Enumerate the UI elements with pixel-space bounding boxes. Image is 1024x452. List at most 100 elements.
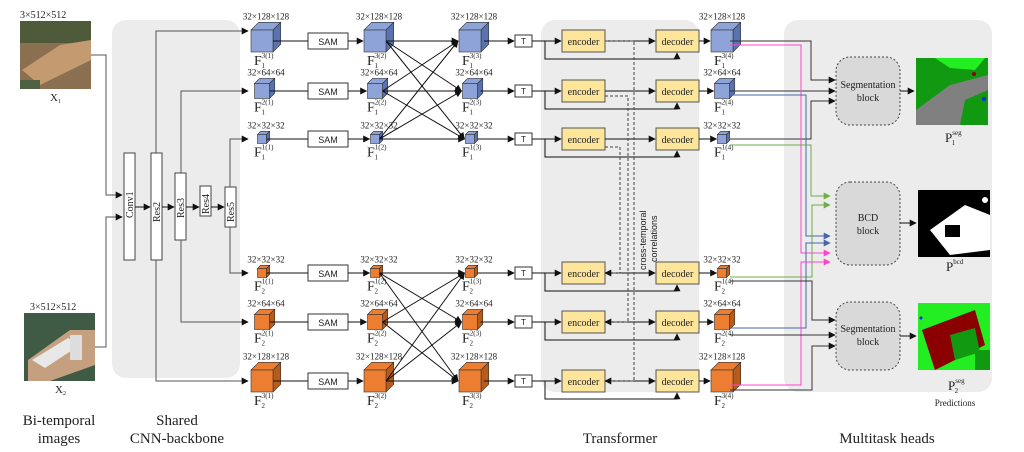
caption-heads: Multitask heads xyxy=(839,431,935,447)
dim-label: 32×128×128 xyxy=(243,11,290,21)
dim-label: 32×32×32 xyxy=(247,254,284,264)
svg-text:T: T xyxy=(521,37,526,46)
input-image-x1 xyxy=(20,21,91,89)
label-res5: Res5 xyxy=(226,202,237,222)
decoder-block: decoder xyxy=(655,127,700,151)
sam-block: SAM xyxy=(307,264,349,282)
f1-stage2-label: F2(2)1 xyxy=(367,99,387,117)
cube-f1-stage1-scale1 xyxy=(256,130,271,145)
dim-label: 32×32×32 xyxy=(247,120,284,130)
dim-label: 32×128×128 xyxy=(451,351,498,361)
svg-text:encoder: encoder xyxy=(568,377,600,388)
svg-text:encoder: encoder xyxy=(568,37,600,48)
cube-f1-stage4-scale2 xyxy=(713,77,736,100)
cube-f2-stage3-scale3 xyxy=(458,361,490,393)
seg-block-1-label: Segmentation xyxy=(841,80,896,91)
t-block: T xyxy=(514,34,533,48)
f1-stage3-label: F3(3)1 xyxy=(462,52,482,70)
cube-f1-stage3-scale1 xyxy=(464,130,479,145)
svg-text:encoder: encoder xyxy=(568,135,600,146)
svg-text:encoder: encoder xyxy=(568,87,600,98)
x2-label: X2 xyxy=(55,384,66,397)
dim-label: 32×32×32 xyxy=(455,120,492,130)
f2-stage4-label: F2(4)2 xyxy=(714,330,734,348)
sam-block: SAM xyxy=(307,313,349,331)
seg-map-2 xyxy=(918,303,990,370)
t-block: T xyxy=(514,132,533,146)
svg-text:SAM: SAM xyxy=(318,135,338,145)
dim-label: 32×32×32 xyxy=(455,254,492,264)
dim-label: 32×128×128 xyxy=(451,11,498,21)
bcd-map xyxy=(918,190,990,257)
seg-map-1 xyxy=(916,58,988,125)
f2-stage3-label: F2(3)2 xyxy=(462,330,482,348)
t-block: T xyxy=(514,84,533,98)
cube-f2-stage1-scale3 xyxy=(250,361,282,393)
x1-label: X1 xyxy=(50,92,61,105)
seg-block-2 xyxy=(835,301,901,371)
dim-label: 32×64×64 xyxy=(360,67,398,77)
dim-label: 32×32×32 xyxy=(703,120,740,130)
svg-text:decoder: decoder xyxy=(662,37,694,48)
caption-backbone-2: CNN-backbone xyxy=(130,431,224,447)
svg-text:encoder: encoder xyxy=(568,269,600,280)
sam-block: SAM xyxy=(307,32,349,50)
dim-label: 32×128×128 xyxy=(243,351,290,361)
cube-f1-stage4-scale1 xyxy=(716,130,731,145)
svg-text:T: T xyxy=(521,318,526,327)
svg-text:SAM: SAM xyxy=(318,377,338,387)
dim-label: 32×64×64 xyxy=(247,67,285,77)
correlations-label: correlations xyxy=(649,215,659,262)
cube-f1-stage1-scale3 xyxy=(250,21,282,53)
label-res2: Res2 xyxy=(152,202,163,222)
f2-stage2-label: F1(2)2 xyxy=(367,278,387,296)
f1-stage3-label: F2(3)1 xyxy=(462,99,482,117)
svg-text:decoder: decoder xyxy=(662,377,694,388)
decoder-block: decoder xyxy=(655,310,700,334)
sam-block: SAM xyxy=(307,82,349,100)
decoder-block: decoder xyxy=(655,29,700,53)
dim-label: 32×128×128 xyxy=(356,11,403,21)
f2-stage2-label: F2(2)2 xyxy=(367,330,387,348)
feature-grid: 32×128×128F3(1)132×128×128F3(2)132×128×1… xyxy=(243,11,746,410)
svg-text:SAM: SAM xyxy=(318,37,338,47)
svg-text:T: T xyxy=(521,87,526,96)
dim-label: 32×64×64 xyxy=(360,298,398,308)
encoder-block: encoder xyxy=(561,79,606,103)
cube-f2-stage3-scale2 xyxy=(461,308,484,331)
f1-stage4-label: F1(4)1 xyxy=(714,144,734,162)
f2-stage3-label: F1(3)2 xyxy=(462,278,482,296)
encoder-block: encoder xyxy=(561,310,606,334)
cube-f2-stage1-scale1 xyxy=(256,264,271,279)
cube-f2-stage4-scale3 xyxy=(710,361,742,393)
transformer-blocks: encoder decoder encoder decoder encoder decod… xyxy=(532,29,718,400)
dim-label: 32×128×128 xyxy=(699,351,746,361)
cube-f2-stage4-scale2 xyxy=(713,308,736,331)
f1-stage4-label: F3(4)1 xyxy=(714,52,734,70)
svg-text:SAM: SAM xyxy=(318,318,338,328)
cube-f2-stage2-scale1 xyxy=(369,264,384,279)
f2-stage4-label: F3(4)2 xyxy=(714,392,734,410)
predictions-label: Predictions xyxy=(935,398,976,408)
f1-stage1-label: F2(1)1 xyxy=(254,99,274,117)
f2-stage1-label: F3(1)2 xyxy=(254,392,274,410)
f1-stage1-label: F3(1)1 xyxy=(254,52,274,70)
dim-label: 32×128×128 xyxy=(699,11,746,21)
svg-text:decoder: decoder xyxy=(662,87,694,98)
decoder-block: decoder xyxy=(655,79,700,103)
cube-f1-stage3-scale3 xyxy=(458,21,490,53)
dim-label: 32×64×64 xyxy=(703,298,741,308)
t-block: T xyxy=(514,266,533,280)
seg-block-1-label2: block xyxy=(857,93,879,104)
f2-stage1-label: F2(1)2 xyxy=(254,330,274,348)
f1-stage2-label: F1(2)1 xyxy=(367,144,387,162)
cube-f2-stage2-scale3 xyxy=(363,361,395,393)
dim-label: 32×64×64 xyxy=(247,298,285,308)
cube-f1-stage3-scale2 xyxy=(461,77,484,100)
decoder-block: decoder xyxy=(655,369,700,393)
svg-text:decoder: decoder xyxy=(662,135,694,146)
cube-f2-stage4-scale1 xyxy=(716,264,731,279)
f1-stage2-label: F3(2)1 xyxy=(367,52,387,70)
